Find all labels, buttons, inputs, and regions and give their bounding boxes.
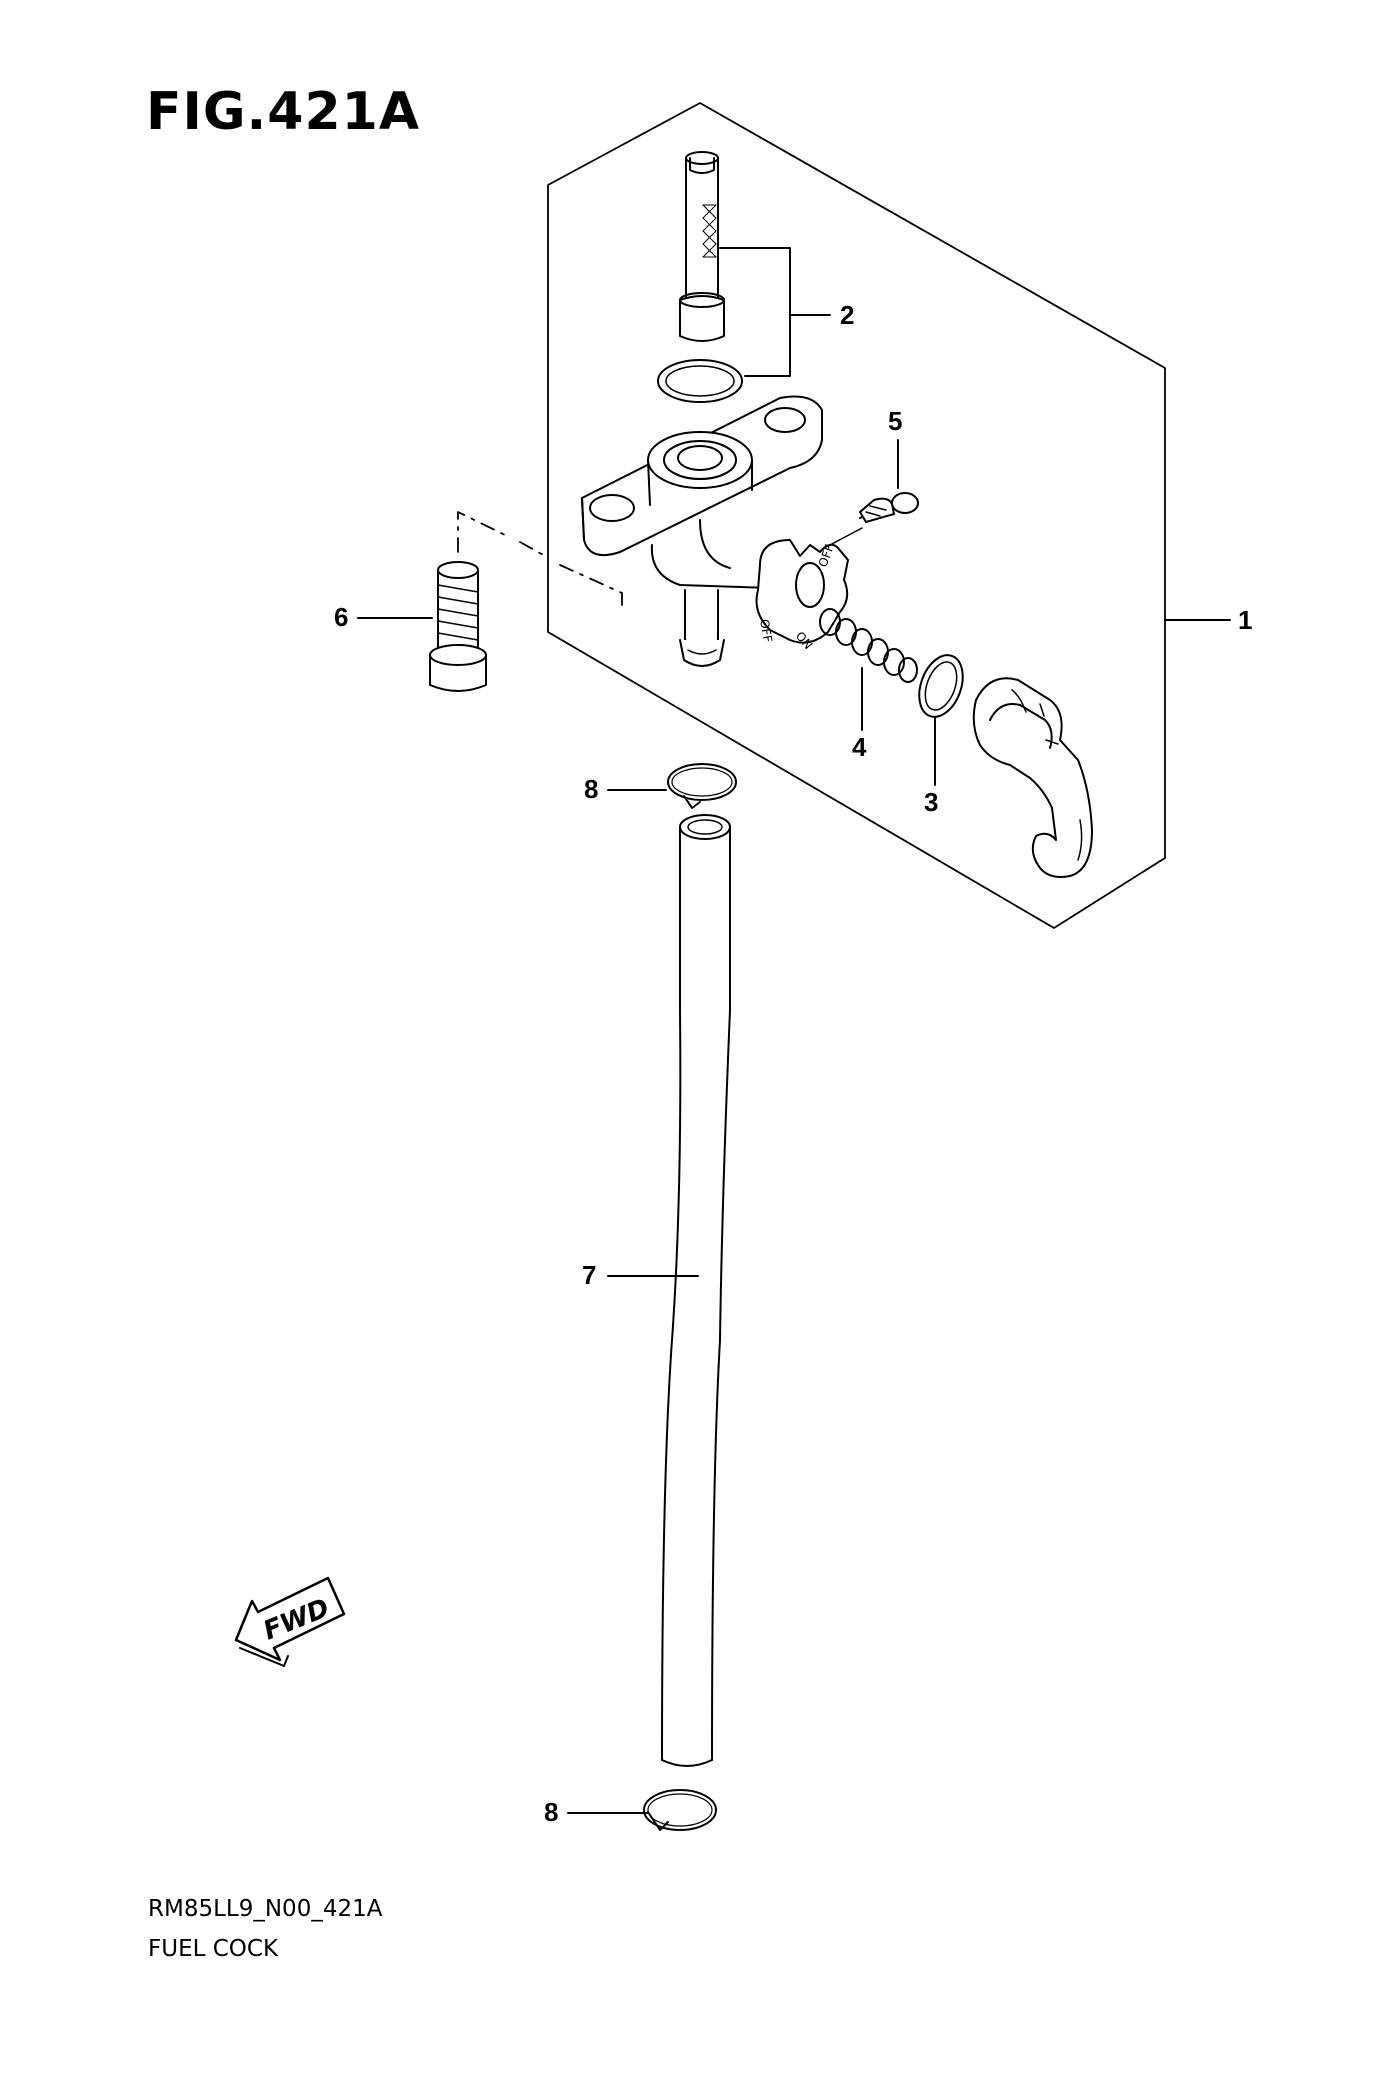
part-5-screw	[859, 492, 919, 523]
fuel-cock-body: OFF OFF ON	[581, 395, 849, 667]
callout-2: 2	[840, 300, 855, 330]
part-2-oring	[657, 359, 743, 403]
part-4-spring	[819, 608, 918, 683]
part-8-upper-clamp	[667, 763, 737, 809]
part-2-strainer	[679, 151, 725, 342]
callout-6: 6	[334, 602, 349, 632]
callout-5: 5	[888, 406, 903, 436]
callout-1: 1	[1238, 605, 1253, 635]
callout-8-upper: 8	[584, 774, 599, 804]
valve-lever	[972, 677, 1093, 878]
callout-8-lower: 8	[544, 1797, 559, 1827]
callout-4: 4	[852, 732, 867, 762]
dash-leader-6	[457, 511, 623, 607]
leader-5-to-valve	[829, 527, 863, 546]
fwd-arrow-icon: FWD	[234, 1576, 346, 1667]
part-8-lower-clamp	[643, 1789, 717, 1831]
leader-2	[719, 247, 831, 377]
callout-3: 3	[924, 787, 939, 817]
figure-title: FIG.421A	[146, 82, 421, 142]
part-6-bolt	[429, 561, 487, 692]
part-7-hose	[661, 814, 731, 1767]
drawing-code: RM85LL9_N00_421A	[148, 1896, 383, 1922]
valve-label-off-side: OFF	[757, 618, 775, 643]
callout-7: 7	[582, 1260, 597, 1290]
figure-caption: FUEL COCK	[148, 1936, 279, 1962]
part-3-oring	[918, 654, 964, 718]
assembly-boundary	[547, 102, 1166, 929]
